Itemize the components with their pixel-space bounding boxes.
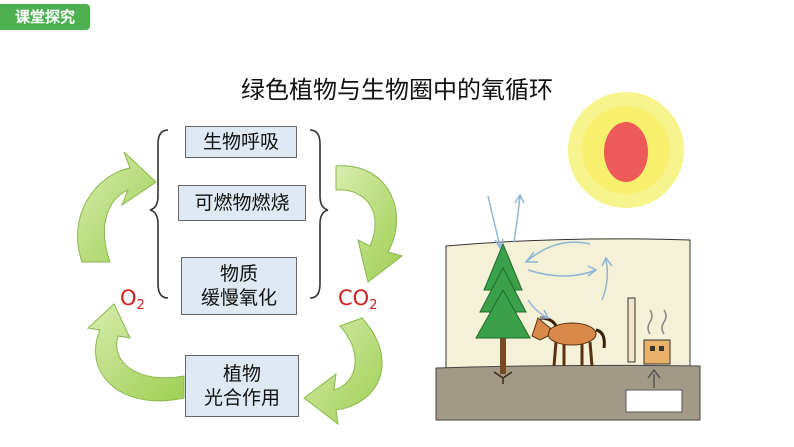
box-combustion: 可燃物燃烧 — [178, 185, 306, 221]
title-text: 绿色植物与生物圈中的氧循环 — [241, 76, 553, 104]
slow-oxidation-line2: 缓慢氧化 — [200, 287, 277, 309]
oxygen-label: O2 — [120, 286, 145, 313]
combustion-label: 可燃物燃烧 — [194, 192, 290, 214]
page-title: 绿色植物与生物圈中的氧循环 — [0, 70, 794, 105]
section-badge: 课堂探究 — [0, 4, 90, 30]
plant-line1: 植物 — [222, 363, 261, 385]
oxygen-sub: 2 — [136, 298, 145, 313]
illustration — [435, 92, 701, 421]
plant-line2: 光合作用 — [203, 387, 280, 409]
carbon-dioxide-label: CO2 — [338, 286, 377, 313]
arrow-bottom-right — [303, 317, 383, 426]
arrow-top-left — [77, 151, 157, 263]
arrow-bottom-left — [86, 303, 185, 402]
respiration-label: 生物呼吸 — [202, 131, 279, 153]
slow-oxidation-line1: 物质 — [219, 263, 258, 285]
sun-core — [604, 122, 648, 182]
oxygen-base: O — [120, 286, 137, 310]
airflow-arrows — [487, 193, 613, 319]
right-brace — [309, 129, 329, 299]
left-brace — [149, 129, 169, 299]
carbon-dioxide-sub: 2 — [369, 298, 378, 313]
box-photosynthesis: 植物 光合作用 — [185, 355, 299, 417]
carbon-dioxide-base: CO — [338, 286, 370, 310]
box-slow-oxidation: 物质 缓慢氧化 — [181, 257, 297, 315]
box-respiration: 生物呼吸 — [185, 126, 297, 158]
factory-icon — [625, 297, 683, 413]
tree-icon — [475, 242, 531, 384]
arrow-top-right — [335, 165, 404, 283]
